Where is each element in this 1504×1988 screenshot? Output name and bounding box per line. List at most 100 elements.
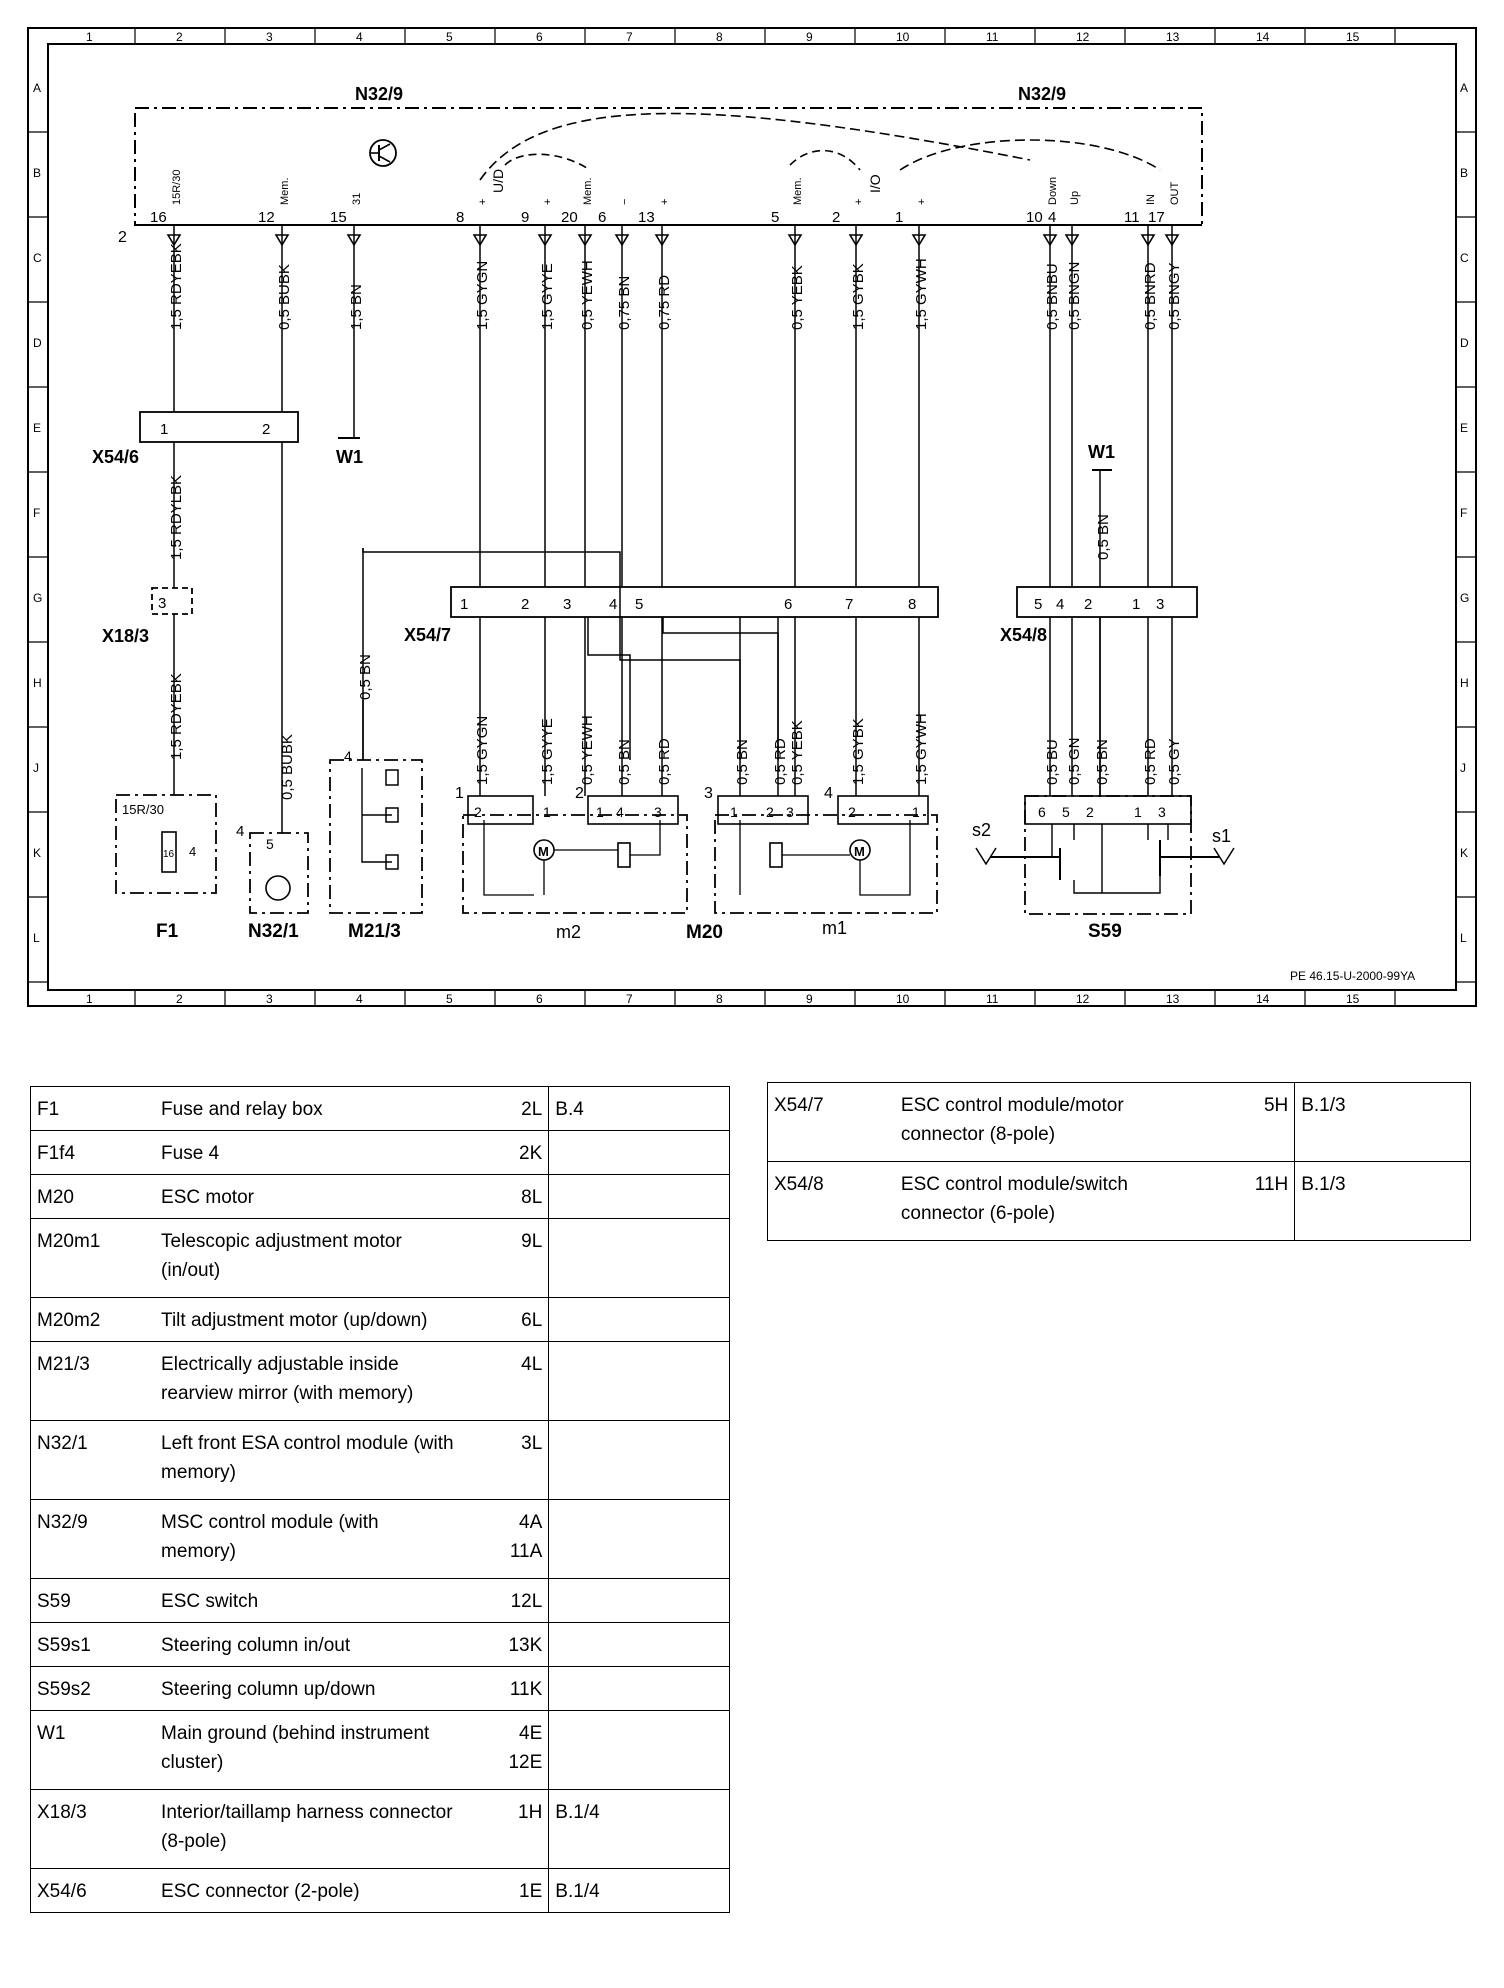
wire-label: 0,5 BUBK — [279, 734, 296, 800]
grid-row-left: L — [33, 931, 40, 945]
n32-9-label-left: N32/9 — [355, 84, 403, 104]
fuse-icon — [161, 831, 177, 873]
x54-7-pin: 1 — [460, 596, 468, 613]
legend-reference: B.1/3 — [1294, 1082, 1471, 1162]
svg-text:16: 16 — [163, 849, 175, 860]
module-pin-number: 13 — [638, 209, 655, 226]
grid-row-left: A — [33, 81, 41, 95]
grid-col-top: 4 — [356, 30, 363, 44]
wire-label: 1,5 GYWH — [913, 258, 930, 330]
grid-col-bottom: 2 — [176, 992, 183, 1006]
m20-subassembly-number: 3 — [704, 785, 713, 802]
legend-code: N32/1 — [30, 1420, 156, 1500]
grid-row-right: K — [1460, 846, 1468, 860]
module-pin-number: 12 — [258, 209, 275, 226]
grid-row-right: H — [1460, 676, 1469, 690]
grid-row-right: J — [1460, 761, 1466, 775]
grid-col-top: 7 — [626, 30, 633, 44]
svg-text:3: 3 — [158, 595, 166, 612]
legend-location: 9L — [499, 1218, 550, 1298]
wire-label: 1,5 GYBK — [850, 263, 867, 330]
m20-subassembly-number: 2 — [575, 785, 584, 802]
legend-reference — [548, 1341, 730, 1421]
grid-col-top: 8 — [716, 30, 723, 44]
grid-col-top: 6 — [536, 30, 543, 44]
grid-col-bottom: 14 — [1256, 992, 1270, 1006]
wire-label: 0,5 GN — [1066, 737, 1083, 785]
legend-description: ESC motor — [155, 1174, 500, 1219]
legend-code: F1 — [30, 1086, 156, 1131]
grid-col-bottom: 5 — [446, 992, 453, 1006]
legend-reference — [548, 1130, 730, 1175]
x54-8-pin: 4 — [1056, 596, 1064, 613]
svg-text:I/O: I/O — [867, 174, 883, 193]
m2-pin: 3 — [654, 804, 662, 820]
legend-description: Fuse and relay box — [155, 1086, 500, 1131]
x54-7-pin: 6 — [784, 596, 792, 613]
x54-8-connector — [1016, 586, 1198, 618]
legend-location: 5H — [1246, 1082, 1296, 1162]
m20-subassembly-number: 1 — [455, 785, 464, 802]
module-pin-number: 9 — [521, 209, 529, 226]
grid-col-bottom: 9 — [806, 992, 813, 1006]
grid-row-right: C — [1460, 251, 1469, 265]
legend-reference — [548, 1622, 730, 1667]
grid-row-right: G — [1460, 591, 1469, 605]
grid-col-bottom: 6 — [536, 992, 543, 1006]
grid-row-left: C — [33, 251, 42, 265]
legend-description: ESC switch — [155, 1578, 500, 1623]
wire-label: 1,5 GYGN — [474, 716, 491, 785]
legend-code: M20 — [30, 1174, 156, 1219]
legend-reference: B.1/4 — [548, 1789, 730, 1869]
m2-potentiometer-icon — [617, 842, 631, 868]
legend-code: N32/9 — [30, 1499, 156, 1579]
grid-col-top: 15 — [1346, 30, 1360, 44]
wire-label: 1,5 GYYE — [539, 263, 556, 330]
s2-actuator — [990, 848, 1061, 880]
grid-col-top: 3 — [266, 30, 273, 44]
module-pin-number: 1 — [895, 209, 903, 226]
svg-text:4: 4 — [236, 823, 244, 840]
module-pin-name: + — [542, 199, 554, 205]
grid-row-left: G — [33, 591, 42, 605]
s59-pin: 6 — [1038, 804, 1046, 820]
module-pin-number: 15 — [330, 209, 347, 226]
grid-col-top: 10 — [896, 30, 910, 44]
x54-7-pin: 5 — [635, 596, 643, 613]
x54-7-pin: 4 — [609, 596, 617, 613]
grid-col-top: 14 — [1256, 30, 1270, 44]
grid-col-top: 9 — [806, 30, 813, 44]
x54-7-connector — [450, 586, 939, 618]
module-pin-number: 4 — [1048, 209, 1056, 226]
m1-pin: 1 — [912, 804, 920, 820]
x54-8-pin: 1 — [1132, 596, 1140, 613]
grid-row-left: D — [33, 336, 42, 350]
legend-location: 2K — [499, 1130, 550, 1175]
module-pin-number: 2 — [832, 209, 840, 226]
outer-frame — [27, 27, 1477, 1007]
n32-1-box — [249, 832, 309, 914]
grid-col-top: 2 — [176, 30, 183, 44]
s59-switch-box — [1024, 795, 1192, 915]
module-pin-number: 10 — [1026, 209, 1043, 226]
wire-label: 0,5 BN — [1094, 739, 1111, 785]
wire-label: 0,5 YEBK — [789, 265, 806, 330]
m20-subassembly-number: 4 — [824, 785, 833, 802]
m2-pin: 2 — [474, 804, 482, 820]
grid-row-left: J — [33, 761, 39, 775]
grid-row-left: H — [33, 676, 42, 690]
wire-label: 0,5 BN — [616, 739, 633, 785]
wire-label: 0,5 YEBK — [789, 720, 806, 785]
wire-label: 0,5 RD — [656, 738, 673, 785]
legend-reference — [548, 1666, 730, 1711]
